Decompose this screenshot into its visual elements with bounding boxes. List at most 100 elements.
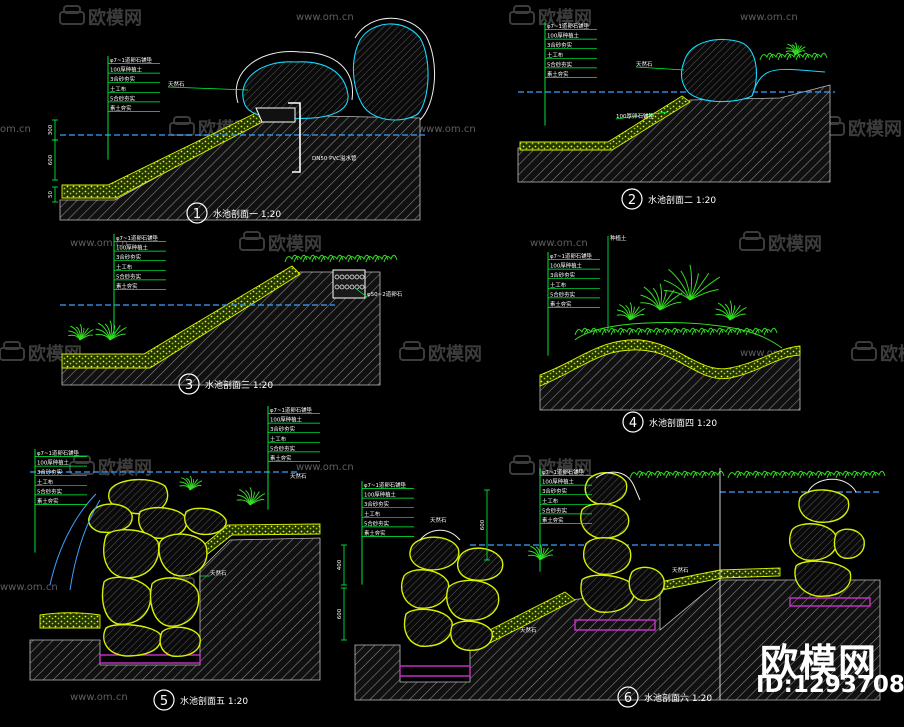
layer-label: 100厚种植土 bbox=[37, 459, 69, 467]
note-leader bbox=[167, 86, 249, 91]
shrub-stroke bbox=[664, 327, 679, 336]
shrub-stroke bbox=[700, 327, 715, 336]
trench-pebble bbox=[359, 284, 365, 290]
brand-title: 欧模网 bbox=[760, 641, 878, 685]
section-1-earth bbox=[59, 114, 421, 221]
layer-label: 土工布 bbox=[364, 510, 381, 518]
layer-label: φ7~1道卵石铺垫 bbox=[542, 468, 584, 476]
layer-label: 土工布 bbox=[542, 497, 559, 505]
watermark-logo: 欧模网 bbox=[509, 455, 592, 479]
logo-sofa-icon bbox=[169, 116, 195, 136]
plant-leaf bbox=[668, 268, 691, 301]
shrub-stroke bbox=[745, 470, 760, 479]
shrub-stroke bbox=[786, 52, 801, 61]
section-5-stone-10 bbox=[184, 507, 227, 536]
watermark-logo: 欧模网 bbox=[69, 455, 152, 479]
section-2-plant bbox=[785, 42, 806, 56]
watermark-brand: 欧模网 bbox=[268, 233, 322, 255]
section-5-footing bbox=[99, 654, 201, 664]
watermark-brand: 欧模网 bbox=[428, 343, 482, 365]
plant-leaf bbox=[689, 264, 692, 301]
stone-outline bbox=[354, 17, 436, 121]
shrub-stroke bbox=[682, 327, 697, 336]
section-4-shrubs bbox=[574, 327, 778, 336]
layer-label: 5合砂夯实 bbox=[110, 94, 136, 102]
shrub-stroke bbox=[754, 327, 769, 336]
plant-leaf bbox=[539, 554, 554, 561]
section-5-stone-5 bbox=[158, 533, 208, 577]
section-5-stone-3 bbox=[138, 506, 188, 539]
label-layer: φ7~1道卵石铺垫100厚种植土3合砂夯实土工布5合砂夯实素土夯实天然石DN50… bbox=[34, 22, 721, 711]
watermark-brand: 欧模网 bbox=[848, 118, 902, 140]
section-5-water-arc bbox=[69, 499, 101, 591]
section-5-stone-9 bbox=[159, 626, 201, 657]
section-name: 水池剖面二 1:20 bbox=[648, 194, 716, 206]
watermark-site: www.om.cn bbox=[740, 12, 798, 23]
section-6-footing-a bbox=[399, 665, 471, 677]
layer-label: 3合砂夯实 bbox=[364, 500, 390, 508]
watermark-site: www.om.cn bbox=[740, 348, 798, 359]
brand-id: ID:1293708 bbox=[756, 672, 904, 698]
dimension-label: 600 bbox=[480, 519, 486, 530]
layer-label: 5合砂夯实 bbox=[364, 519, 390, 527]
dimension-label: 600 bbox=[337, 608, 343, 619]
plant-leaf bbox=[689, 273, 699, 301]
shrub-stroke bbox=[638, 470, 653, 479]
layer-label: 土工布 bbox=[110, 85, 127, 93]
shrub-stroke bbox=[329, 254, 344, 263]
section-4-plant-c bbox=[616, 302, 646, 321]
plant-leaf bbox=[640, 294, 661, 311]
watermark-logo: 欧模网 bbox=[851, 341, 904, 365]
shrub-stroke bbox=[656, 470, 671, 479]
trench-pebble bbox=[354, 274, 360, 280]
section-number: 3 bbox=[185, 378, 193, 393]
shrub-stroke bbox=[763, 327, 778, 336]
section-5-stone-7 bbox=[149, 577, 200, 627]
shrub-stroke bbox=[646, 327, 661, 336]
plant-leaf bbox=[652, 287, 661, 311]
layer-label: 100厚种植土 bbox=[270, 416, 302, 424]
logo-sofa-icon bbox=[59, 5, 85, 25]
layer-label: 3合砂夯实 bbox=[270, 425, 296, 433]
shrub-stroke bbox=[718, 327, 733, 336]
shrub-stroke bbox=[311, 254, 326, 263]
shrub-stroke bbox=[347, 254, 362, 263]
section-3-water-plant-b bbox=[95, 320, 127, 341]
watermark-site: www.om.cn bbox=[296, 462, 354, 473]
logo-sofa-icon bbox=[509, 5, 535, 25]
watermark-logo: 欧模网 bbox=[59, 5, 142, 29]
section-6-shrubs-a bbox=[629, 470, 725, 479]
plant-leaf bbox=[659, 289, 667, 311]
section-number: 5 bbox=[160, 694, 168, 709]
section-2-stone bbox=[680, 39, 757, 103]
watermark-logo: 欧模网 bbox=[399, 341, 482, 365]
shrub-stroke bbox=[826, 470, 841, 479]
section-number-circle bbox=[178, 373, 200, 395]
logo-sofa-icon bbox=[239, 231, 265, 251]
shrub-stroke bbox=[673, 327, 688, 336]
dimension-label: 400 bbox=[337, 559, 343, 570]
section-name: 水池剖面四 1:20 bbox=[649, 417, 717, 429]
section-6-water-plant bbox=[528, 543, 554, 561]
shrub-stroke bbox=[817, 470, 832, 479]
note-label: 100厚卵石铺垫 bbox=[616, 112, 654, 120]
shrub-stroke bbox=[736, 470, 751, 479]
trench-pebble bbox=[344, 274, 350, 280]
shrub-stroke bbox=[655, 327, 670, 336]
section-6-stone-14 bbox=[833, 528, 865, 559]
layer-label: φ7~1道卵石铺垫 bbox=[550, 252, 592, 260]
drawing-layer bbox=[29, 17, 886, 701]
shrub-stroke bbox=[665, 470, 680, 479]
layer-label: 土工布 bbox=[550, 281, 567, 289]
shrub-stroke bbox=[284, 254, 299, 263]
logo-sofa-icon bbox=[0, 341, 25, 361]
